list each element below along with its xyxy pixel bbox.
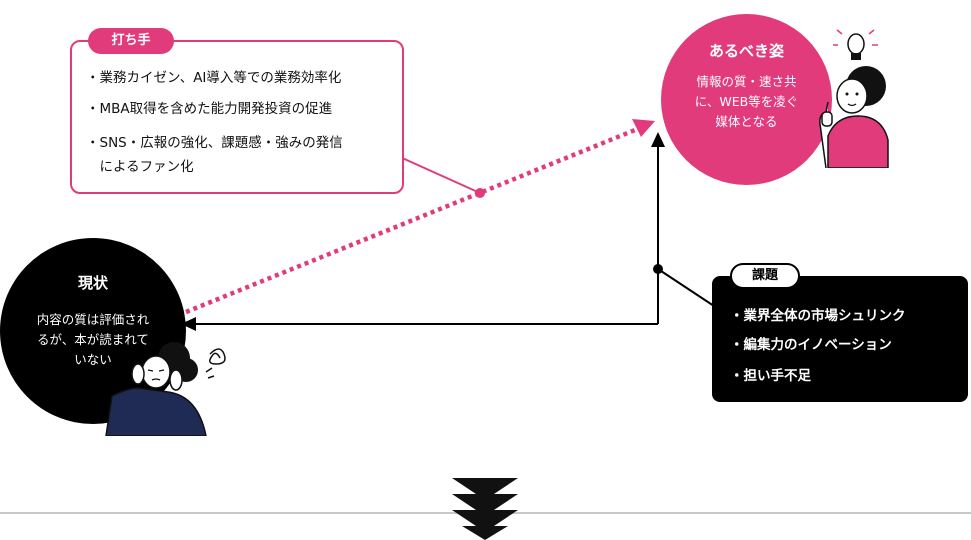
tactics-leader-dot <box>475 188 485 198</box>
ideal-body: 情報の質・速さ共 に、WEB等を凌ぐ 媒体となる <box>681 72 812 132</box>
ideal-line: に、WEB等を凌ぐ <box>694 94 799 109</box>
current-line: るが、本が読まれて <box>37 332 149 347</box>
gap-left-arrow-head <box>181 317 196 331</box>
tactics-leader-line <box>399 156 481 194</box>
tactics-item: によるファン化 <box>86 159 194 175</box>
current-line: 内容の質は評価され <box>36 312 150 327</box>
issues-item: ・担い手不足 <box>730 368 811 384</box>
worry-scribble-icon <box>209 348 226 365</box>
current-title: 現状 <box>77 274 108 292</box>
idea-person-illustration <box>819 29 889 168</box>
issues-tag: 課題 <box>730 263 800 289</box>
worried-person-illustration <box>105 342 226 436</box>
dashed-progress-arrow <box>185 125 641 315</box>
issues-item: ・業界全体の市場シュリンク <box>730 308 906 324</box>
ideal-line: 媒体となる <box>715 114 778 129</box>
down-chevrons-icon <box>452 478 518 540</box>
issues-box <box>712 276 968 402</box>
current-body: 内容の質は評価され るが、本が読まれて いない <box>18 310 168 370</box>
issues-leader-dot <box>653 264 663 274</box>
ideal-line: 情報の質・速さ共 <box>696 74 797 89</box>
tactics-item: ・SNS・広報の強化、課題感・強みの発信 <box>86 135 343 151</box>
issues-item: ・編集力のイノベーション <box>730 337 892 353</box>
ideal-title: あるべき姿 <box>708 42 784 60</box>
tactics-tag: 打ち手 <box>88 28 174 54</box>
light-bulb-icon <box>833 29 878 60</box>
issues-leader-line <box>657 268 715 307</box>
tactics-item: ・業務カイゼン、AI導入等での業務効率化 <box>86 70 342 86</box>
gap-up-arrow-head <box>651 132 665 147</box>
tactics-box <box>70 40 404 194</box>
current-line: いない <box>74 352 112 367</box>
ideal-circle: あるべき姿 情報の質・速さ共 に、WEB等を凌ぐ 媒体となる <box>661 14 832 185</box>
dashed-arrow-head <box>632 119 655 137</box>
tactics-item: ・MBA取得を含めた能力開発投資の促進 <box>86 101 333 117</box>
